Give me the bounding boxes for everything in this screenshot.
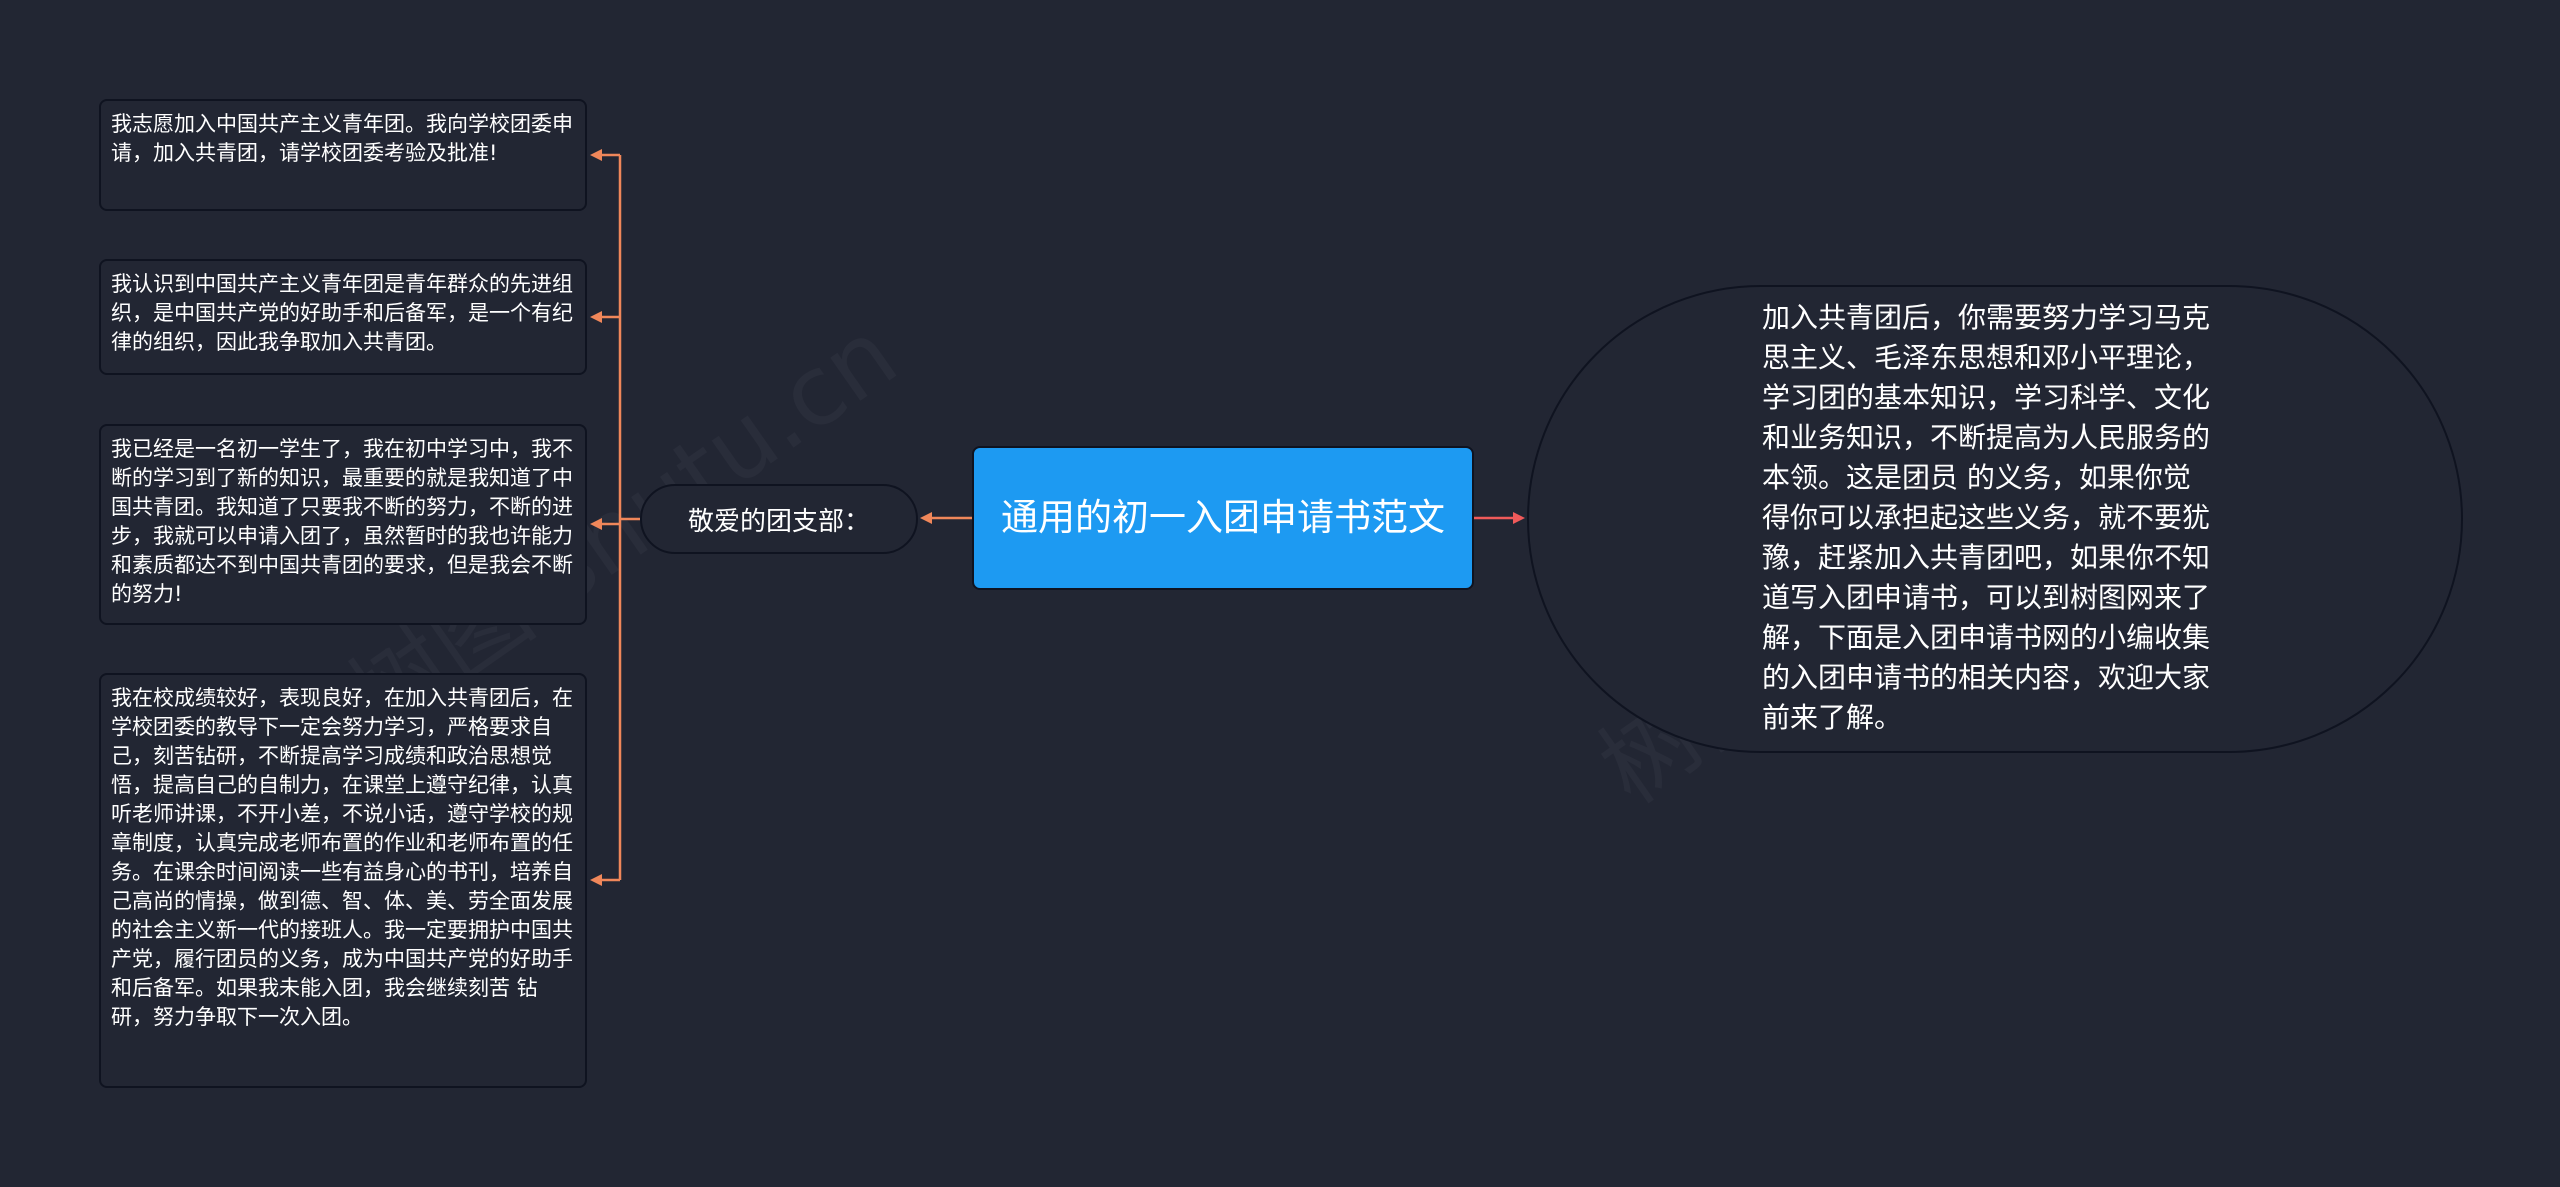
arrowhead-leaf-1 [590,311,602,323]
arrowhead-leaf-0 [590,149,602,161]
leaf-node-text: 我认识到中国共产主义青年团是青年群众的先进组织，是中国共产党的好助手和后备军，是… [111,272,573,354]
right-branch-node[interactable] [1527,285,2463,753]
left-branch-node[interactable]: 敬爱的团支部： [640,484,918,554]
leaf-node-text: 我在校成绩较好，表现良好，在加入共青团后，在学校团委的教导下一定会努力学习，严格… [111,686,573,1029]
left-branch-label: 敬爱的团支部： [687,506,870,537]
leaf-node-text: 我已经是一名初一学生了，我在初中学习中，我不断的学习到了新的知识，最重要的就是我… [111,437,573,606]
arrowhead-left-branch [920,512,932,524]
leaf-node-text: 我志愿加入中国共产主义青年团。我向学校团委申请，加入共青团，请学校团委考验及批准… [111,112,573,165]
arrowhead-leaf-3 [590,874,602,886]
leaf-node[interactable]: 我在校成绩较好，表现良好，在加入共青团后，在学校团委的教导下一定会努力学习，严格… [99,673,587,1088]
leaf-node[interactable]: 我已经是一名初一学生了，我在初中学习中，我不断的学习到了新的知识，最重要的就是我… [99,424,587,625]
leaf-node[interactable]: 我认识到中国共产主义青年团是青年群众的先进组织，是中国共产党的好助手和后备军，是… [99,259,587,375]
right-branch-label: 加入共青团后，你需要努力学习马克思主义、毛泽东思想和邓小平理论，学习团的基本知识… [1762,301,2211,734]
arrowhead-right-branch [1513,512,1525,524]
root-node[interactable]: 通用的初一入团申请书范文 [972,446,1474,590]
root-node-label: 通用的初一入团申请书范文 [1001,496,1445,539]
leaf-node[interactable]: 我志愿加入中国共产主义青年团。我向学校团委申请，加入共青团，请学校团委考验及批准… [99,99,587,211]
